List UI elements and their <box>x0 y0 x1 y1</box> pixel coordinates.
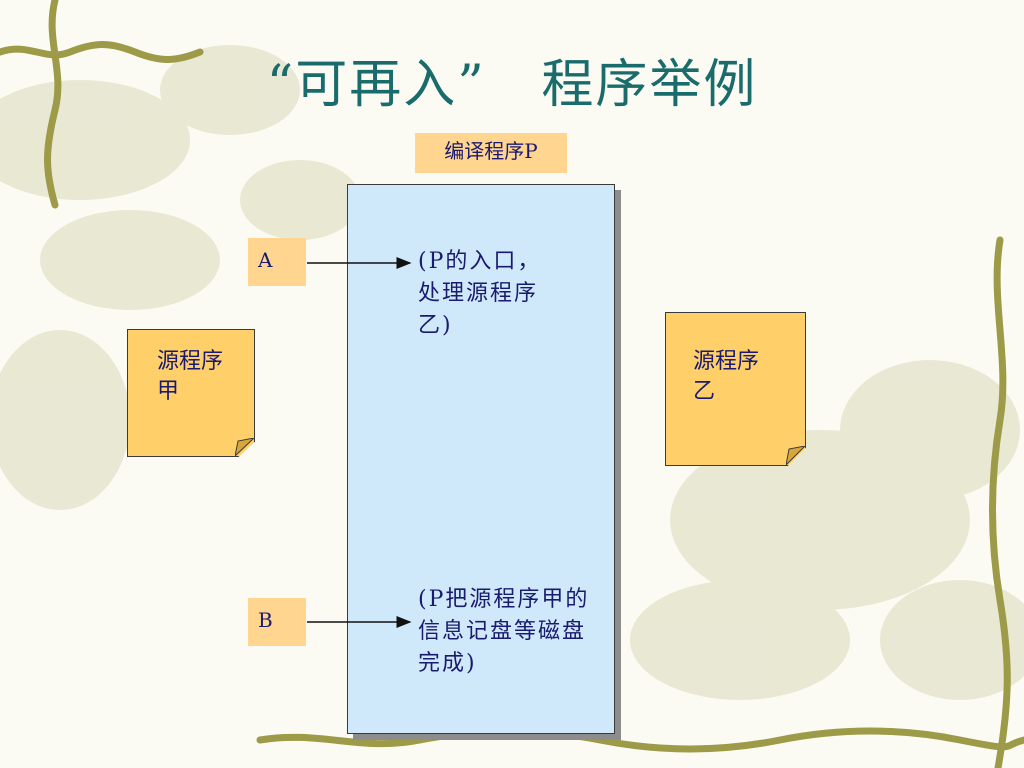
compiler-label: 编译程序P <box>415 133 567 173</box>
pointer-b-box: B <box>248 598 306 646</box>
page-fold-icon <box>786 446 805 465</box>
compiler-program-box <box>347 184 615 734</box>
note-entry-a: (P的入口，处理源程序乙) <box>418 249 542 338</box>
source-program-b-doc <box>665 312 806 466</box>
source-program-a-doc <box>127 329 255 457</box>
source-program-b-label: 源程序乙 <box>693 349 760 404</box>
note-entry-b: (P把源程序甲的信息记盘等磁盘完成) <box>418 587 590 676</box>
slide-title: “可再入” 程序举例 <box>266 55 758 115</box>
page-fold-icon <box>235 438 254 456</box>
source-program-a-label: 源程序甲 <box>157 349 224 404</box>
pointer-a-box: A <box>248 238 306 286</box>
